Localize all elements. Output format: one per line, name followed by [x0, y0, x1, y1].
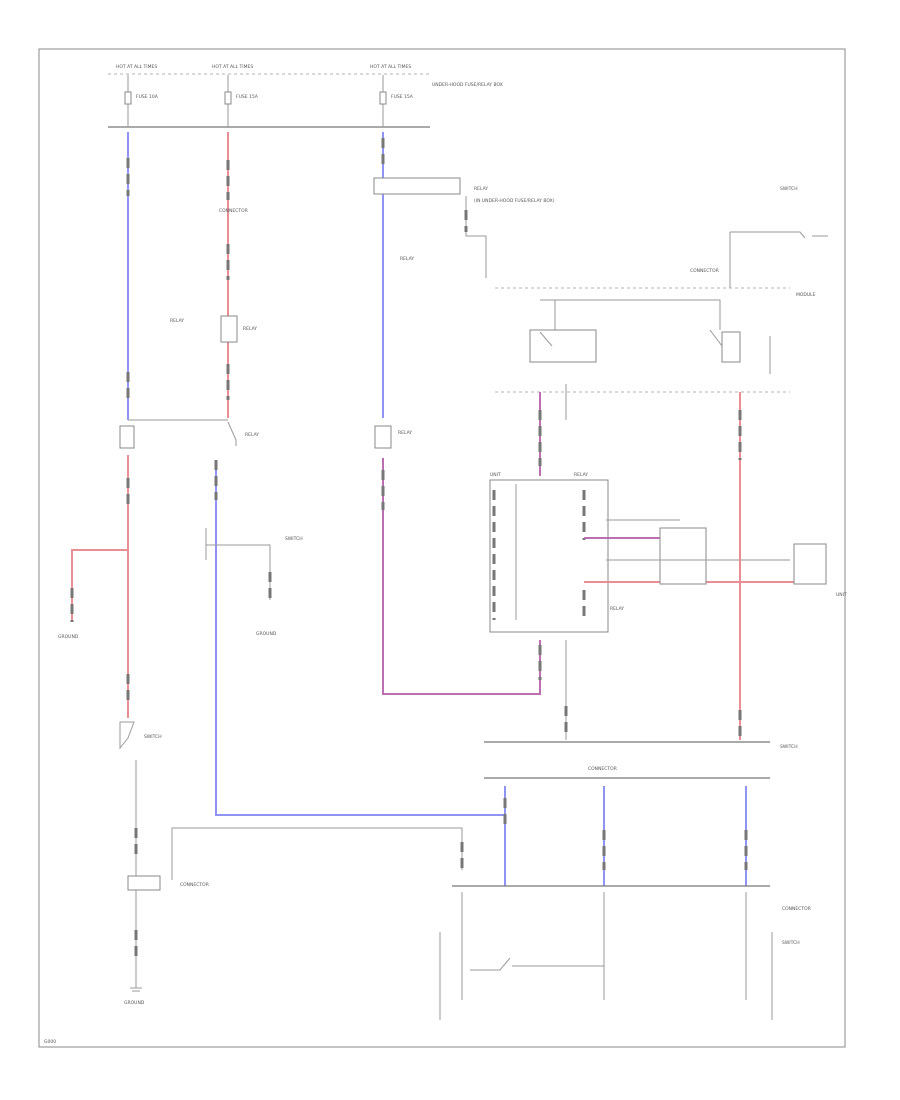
fuse3-header: HOT AT ALL TIMES [370, 64, 411, 70]
module-label: MODULE [796, 292, 816, 298]
blue-wire-middle [215, 460, 506, 886]
svg-text:RELAY: RELAY [400, 256, 414, 262]
ground-left-label: GROUND [58, 634, 79, 640]
connector-a-label: CONNECTOR [219, 208, 248, 214]
svg-text:RELAY: RELAY [243, 326, 257, 332]
unit-mid: UNIT RELAY [489, 472, 609, 633]
relay-left: RELAY RELAY [170, 315, 257, 343]
right-top-switch: SWITCH CONNECTOR [690, 186, 828, 288]
relay-box-fuse3: RELAY [374, 425, 412, 449]
unit-right: UNIT [793, 543, 847, 598]
svg-text:SWITCH: SWITCH [780, 186, 798, 192]
svg-text:RELAY: RELAY [245, 432, 259, 438]
svg-text:CONNECTOR: CONNECTOR [690, 268, 719, 274]
connector-left-box: CONNECTOR [127, 875, 209, 891]
svg-text:RELAY: RELAY [574, 472, 588, 478]
fuse-3: FUSE 15A [379, 75, 414, 127]
underhood-box-label: UNDER-HOOD FUSE/RELAY BOX [432, 82, 503, 88]
svg-text:CONNECTOR: CONNECTOR [180, 882, 209, 888]
svg-text:SWITCH: SWITCH [782, 940, 800, 946]
bus2-label: CONNECTOR [588, 766, 617, 772]
switch-left: SWITCH [119, 721, 162, 750]
module-relay-1 [529, 299, 721, 363]
svg-text:FUSE 10A: FUSE 10A [136, 94, 159, 100]
svg-text:UNIT: UNIT [490, 472, 501, 478]
svg-text:SWITCH: SWITCH [285, 536, 303, 542]
fuse2-header: HOT AT ALL TIMES [212, 64, 253, 70]
svg-text:RELAY: RELAY [610, 606, 624, 612]
relay-box-left [119, 425, 135, 449]
relay-top: RELAY (IN UNDER-HOOD FUSE/RELAY BOX) [373, 177, 555, 204]
right-relay: RELAY [606, 519, 790, 612]
svg-text:(IN UNDER-HOOD FUSE/RELAY BOX): (IN UNDER-HOOD FUSE/RELAY BOX) [474, 198, 555, 204]
fuse-2: FUSE 15A [224, 75, 259, 127]
svg-text:RELAY: RELAY [170, 318, 184, 324]
svg-text:SWITCH: SWITCH [144, 734, 162, 740]
svg-text:UNIT: UNIT [836, 592, 847, 598]
relay-box-mid: RELAY [227, 421, 259, 446]
fuse-1: FUSE 10A [124, 75, 159, 127]
diagram-frame [38, 48, 846, 1048]
relay-coil: RELAY [400, 196, 487, 278]
bus-label: SWITCH [780, 744, 798, 750]
ground-mid-label: GROUND [256, 631, 277, 637]
ground-bottom: GROUND [124, 978, 145, 1006]
bottom-left-code: G000 [44, 1039, 56, 1045]
module-relay-2 [709, 329, 771, 374]
svg-text:FUSE 15A: FUSE 15A [236, 94, 259, 100]
svg-text:FUSE 15A: FUSE 15A [391, 94, 414, 100]
wire-bottom-horizontal [171, 827, 463, 880]
bottom-connector-label: CONNECTOR [782, 906, 811, 912]
svg-text:RELAY: RELAY [474, 186, 488, 192]
switch-mid: SWITCH [205, 528, 303, 600]
bottom-switch: SWITCH [439, 892, 800, 1020]
fuse1-header: HOT AT ALL TIMES [116, 64, 157, 70]
svg-text:RELAY: RELAY [398, 430, 412, 436]
svg-text:GROUND: GROUND [124, 1000, 145, 1006]
red-branch-left [71, 549, 128, 620]
